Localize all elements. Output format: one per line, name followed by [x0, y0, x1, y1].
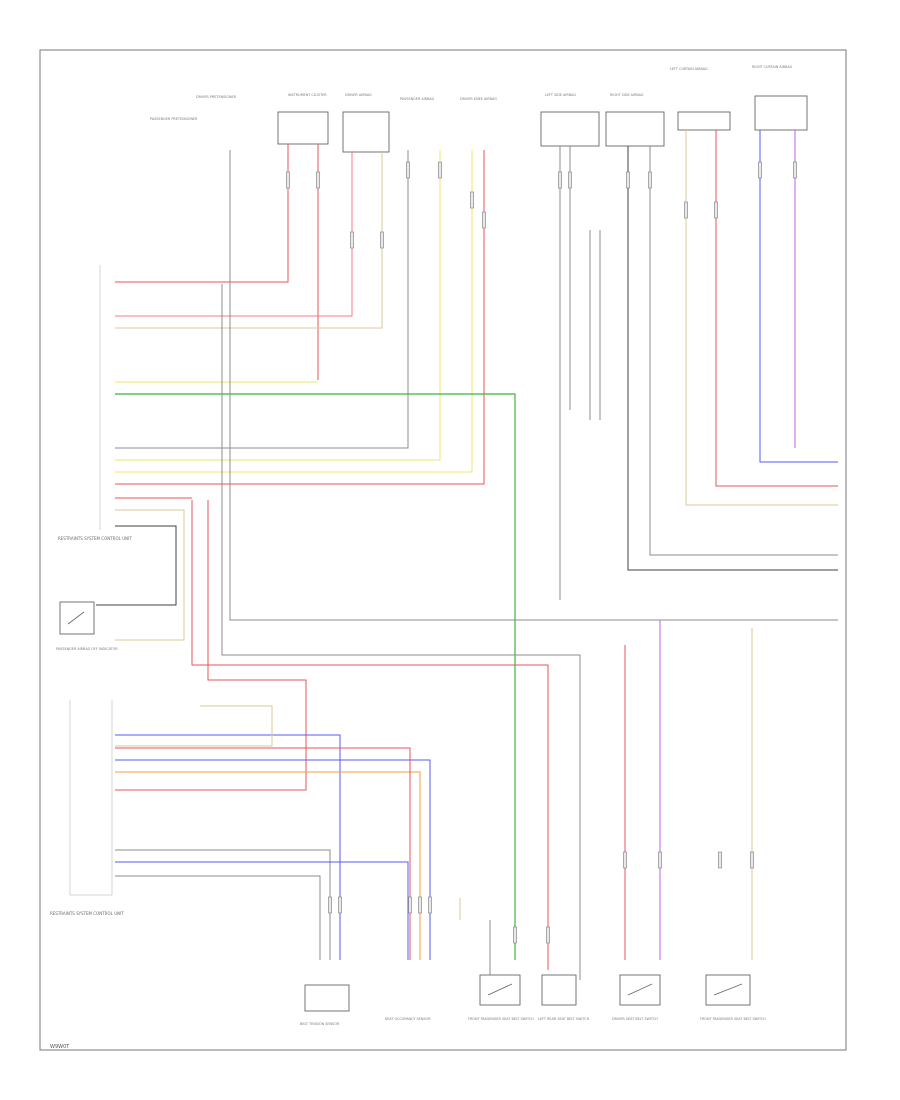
plug-19: [718, 851, 722, 869]
buckle-left-box: [541, 974, 577, 1006]
diagram-frame: [39, 49, 847, 1051]
wire-5: [115, 150, 409, 449]
wire-6: [115, 150, 441, 461]
seat-sensor-label: SEAT OCCUPANCY SENSOR: [385, 1017, 431, 1021]
wire-21: [229, 150, 838, 621]
plug-3: [350, 231, 354, 249]
buckle-driver-label: DRIVER SEAT BELT SWITCH: [612, 1017, 658, 1021]
top-labels: INSTRUMENT CLUSTER DRIVER AIRBAG PASSENG…: [150, 65, 793, 121]
wire-7: [115, 150, 473, 473]
plug-17: [623, 851, 627, 869]
connector-box-2: [342, 111, 390, 153]
connector-label-9: DRIVER PRETENSIONER: [196, 95, 237, 99]
airbag-off-switch: [59, 601, 95, 635]
connector-label-5: LEFT SIDE AIRBAG: [545, 93, 576, 97]
plug-13: [684, 201, 688, 219]
buckle-front-pass-label: FRONT PASSENGER SEAT BELT SWITCH: [468, 1017, 534, 1021]
wire-3: [115, 152, 353, 317]
buckle-front-pass2-box: [705, 974, 751, 1006]
wire-36: [115, 861, 409, 960]
plug-12: [648, 171, 652, 189]
module-top-label: RESTRAINTS SYSTEM CONTROL UNIT: [58, 536, 132, 541]
connector-box-1: [277, 111, 329, 145]
plug-24: [418, 896, 422, 914]
plug-26: [513, 926, 517, 944]
connector-label-2: DRIVER AIRBAG: [345, 93, 372, 97]
buckle-driver-box: [619, 974, 661, 1006]
bottom-components: BELT TENSION SENSOR SEAT OCCUPANCY SENSO…: [300, 974, 766, 1026]
plug-20: [750, 851, 754, 869]
wire-18: [715, 130, 838, 487]
plug-18: [658, 851, 662, 869]
connector-box-3: [540, 111, 600, 147]
plug-5: [406, 161, 410, 179]
wire-15: [627, 146, 838, 571]
plug-2: [316, 171, 320, 189]
plug-22: [338, 896, 342, 914]
wire-34: [115, 747, 411, 960]
wire-16: [649, 146, 838, 556]
plug-6: [438, 161, 442, 179]
belt-sensor-box: [304, 984, 350, 1012]
buckle-front-pass-box: [479, 974, 521, 1006]
plug-16: [793, 161, 797, 179]
connector-label-8: RIGHT CURTAIN AIRBAG: [752, 65, 793, 69]
buckle-front-pass2-label: FRONT PASSENGER SEAT BELT SWITCH: [700, 1017, 766, 1021]
module-pin-strip-bottom: [69, 700, 113, 896]
wire-24: [115, 500, 307, 791]
switch-contacts: [67, 611, 743, 996]
wire-32: [115, 759, 431, 960]
footer-code: W9W0T: [50, 1044, 70, 1050]
plug-25: [428, 896, 432, 914]
belt-sensor-label: BELT TENSION SENSOR: [300, 1022, 340, 1026]
connector-label-3: PASSENGER AIRBAG: [400, 97, 435, 101]
connector-box-4: [605, 111, 665, 147]
connector-label-7: LEFT CURTAIN AIRBAG: [670, 67, 708, 71]
wire-37: [115, 705, 273, 747]
plug-23: [408, 896, 412, 914]
buckle-left-label: LEFT REAR SEAT BELT SWITCH: [538, 1017, 590, 1021]
connector-box-6: [677, 111, 731, 131]
wire-17: [685, 130, 838, 506]
plug-27: [546, 926, 550, 944]
plug-1: [286, 171, 290, 189]
plug-21: [328, 896, 332, 914]
wire-8: [115, 150, 485, 485]
module-bottom-label: RESTRAINTS SYSTEM CONTROL UNIT: [50, 911, 124, 916]
plug-4: [380, 231, 384, 249]
wire-27: [96, 525, 177, 606]
connector-label-4: DRIVER KNEE AIRBAG: [460, 97, 497, 101]
wire-1: [115, 144, 289, 283]
plug-15: [758, 161, 762, 179]
wire-19: [759, 130, 838, 463]
wire-9: [115, 393, 516, 960]
connector-label-10: PASSENGER PRETENSIONER: [150, 117, 198, 121]
plug-14: [714, 201, 718, 219]
wire-31: [115, 734, 341, 960]
wires: [96, 130, 838, 980]
wire-38: [115, 875, 321, 960]
wire-33: [115, 771, 421, 960]
connector-label-1: INSTRUMENT CLUSTER: [288, 93, 327, 97]
wire-22: [221, 284, 581, 980]
connector-box-5: [754, 95, 808, 131]
wire-35: [115, 849, 331, 960]
plug-10: [568, 171, 572, 189]
top-connectors: [277, 95, 808, 153]
wire-23: [191, 500, 549, 970]
plug-9: [558, 171, 562, 189]
airbag-off-switch-label: PASSENGER AIRBAG OFF INDICATOR: [56, 647, 118, 651]
wire-4: [115, 152, 383, 329]
wire-26: [115, 509, 185, 641]
plug-7: [470, 191, 474, 209]
plug-8: [482, 211, 486, 229]
plug-11: [626, 171, 630, 189]
connector-label-6: RIGHT SIDE AIRBAG: [610, 93, 644, 97]
